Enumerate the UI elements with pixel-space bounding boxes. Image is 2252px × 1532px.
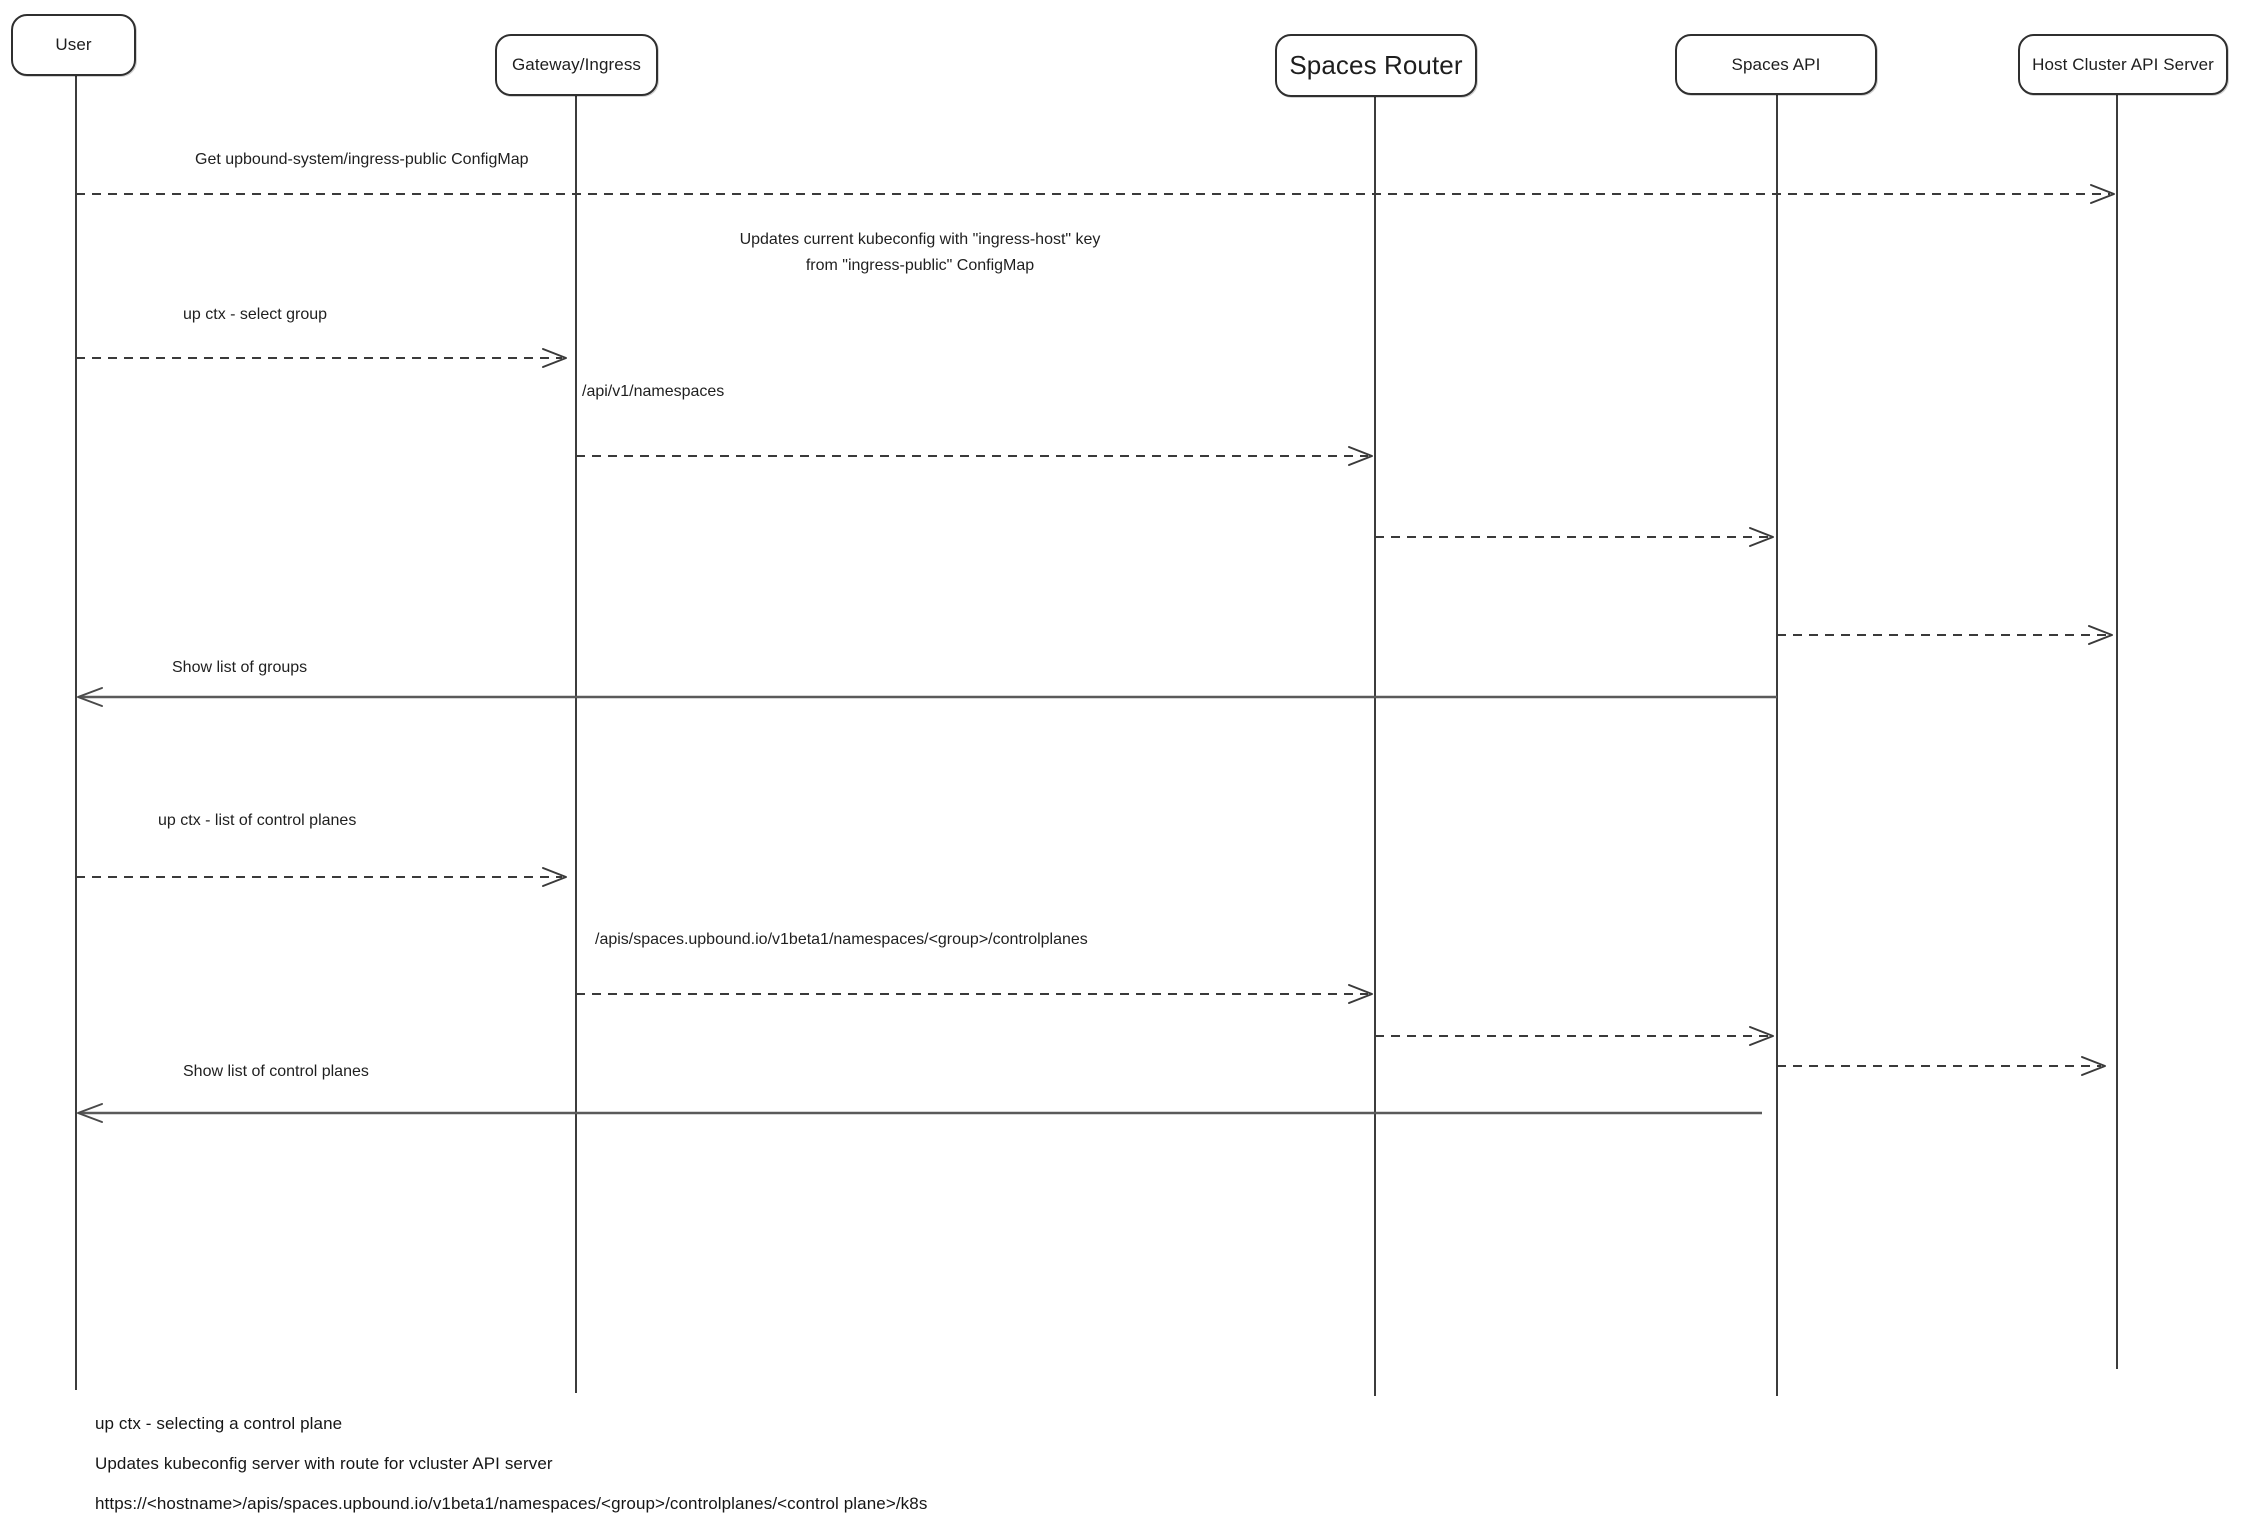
actor-label-spaces-api: Spaces API <box>1731 54 1821 74</box>
lifeline-spaces-router <box>1374 97 1376 1396</box>
message-arrow-api-to-user-return-1 <box>77 687 1777 707</box>
lifeline-host-cluster-api-server <box>2116 95 2118 1369</box>
footnote-hostname-url: https://<hostname>/apis/spaces.upbound.i… <box>95 1494 928 1513</box>
message-label-up-ctx-list-control-planes: up ctx - list of control planes <box>158 812 357 829</box>
message-arrow-api-to-host-1 <box>1777 625 2113 645</box>
lifeline-gateway-ingress <box>575 96 577 1393</box>
message-arrow-api-to-user-return-2 <box>77 1103 1762 1123</box>
actor-box-host-cluster-api-server: Host Cluster API Server <box>2018 34 2228 95</box>
message-label-apis-controlplanes-url: /apis/spaces.upbound.io/v1beta1/namespac… <box>595 931 1088 948</box>
lifeline-user <box>75 76 77 1390</box>
message-label-show-list-of-groups: Show list of groups <box>172 659 308 676</box>
message-label-show-list-of-control-planes: Show list of control planes <box>183 1063 369 1080</box>
message-label-up-ctx-select-group: up ctx - select group <box>183 306 328 323</box>
message-arrow-user-to-host <box>76 184 2115 204</box>
actor-label-host-cluster-api-server: Host Cluster API Server <box>2032 54 2214 74</box>
footnote-up-ctx-selecting-control-plane: up ctx - selecting a control plane <box>95 1414 343 1433</box>
message-arrow-gateway-to-router-2 <box>576 984 1373 1004</box>
message-arrow-user-to-gateway-2 <box>76 867 567 887</box>
message-arrow-router-to-api-1 <box>1375 527 1774 547</box>
message-arrow-router-to-api-2 <box>1375 1026 1774 1046</box>
message-arrow-gateway-to-router-1 <box>576 446 1373 466</box>
actor-box-user: User <box>11 14 136 76</box>
actor-box-spaces-router: Spaces Router <box>1275 34 1477 97</box>
actor-label-spaces-router: Spaces Router <box>1289 50 1463 80</box>
actor-box-spaces-api: Spaces API <box>1675 34 1877 95</box>
message-arrow-user-to-gateway-1 <box>76 348 567 368</box>
message-label-get-configmap: Get upbound-system/ingress-public Config… <box>195 151 529 168</box>
lifeline-spaces-api <box>1776 95 1778 1396</box>
message-label-api-v1-namespaces: /api/v1/namespaces <box>582 383 725 400</box>
actor-label-gateway-ingress: Gateway/Ingress <box>511 55 642 74</box>
actor-label-user: User <box>55 35 92 54</box>
message-arrow-api-to-host-2 <box>1777 1056 2106 1076</box>
note-updates-kubeconfig: Updates current kubeconfig with "ingress… <box>739 231 1101 274</box>
footnote-updates-kubeconfig-server: Updates kubeconfig server with route for… <box>95 1454 553 1473</box>
actor-box-gateway-ingress: Gateway/Ingress <box>495 34 658 96</box>
